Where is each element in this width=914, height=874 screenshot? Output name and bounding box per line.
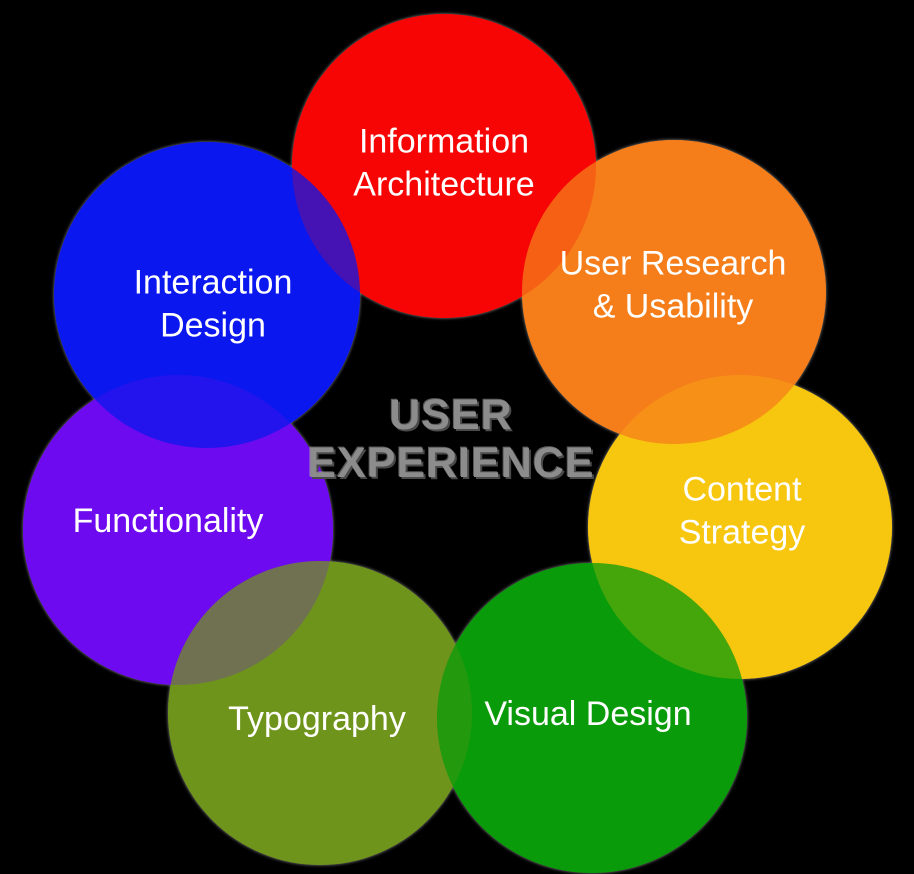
circle-overlay-information-architecture [292,14,596,318]
circle-overlay-user-research-usability [522,140,826,444]
label-line: Design [160,307,266,345]
circle-overlay-visual-design [437,563,747,873]
label-line: Functionality [73,502,264,540]
label-line: Visual Design [484,695,691,733]
label-line: & Usability [593,288,754,326]
label-user-research-usability: User Research & Usability [560,245,787,326]
center-title-line: EXPERIENCE [307,439,595,487]
label-line: Typography [228,700,406,738]
label-typography: Typography [228,700,406,738]
label-line: User Research [560,245,787,283]
label-line: Interaction [134,264,293,302]
circles-blend-layer [23,14,892,873]
circle-overlay-interaction-design [54,142,360,448]
label-line: Content [682,471,802,509]
label-line: Architecture [353,166,534,204]
label-line: Strategy [679,514,806,552]
label-functionality: Functionality [73,502,264,540]
label-visual-design: Visual Design [484,695,691,733]
circle-overlay-typography [168,561,472,865]
label-line: Information [359,123,529,161]
center-title-line: USER [389,391,513,439]
